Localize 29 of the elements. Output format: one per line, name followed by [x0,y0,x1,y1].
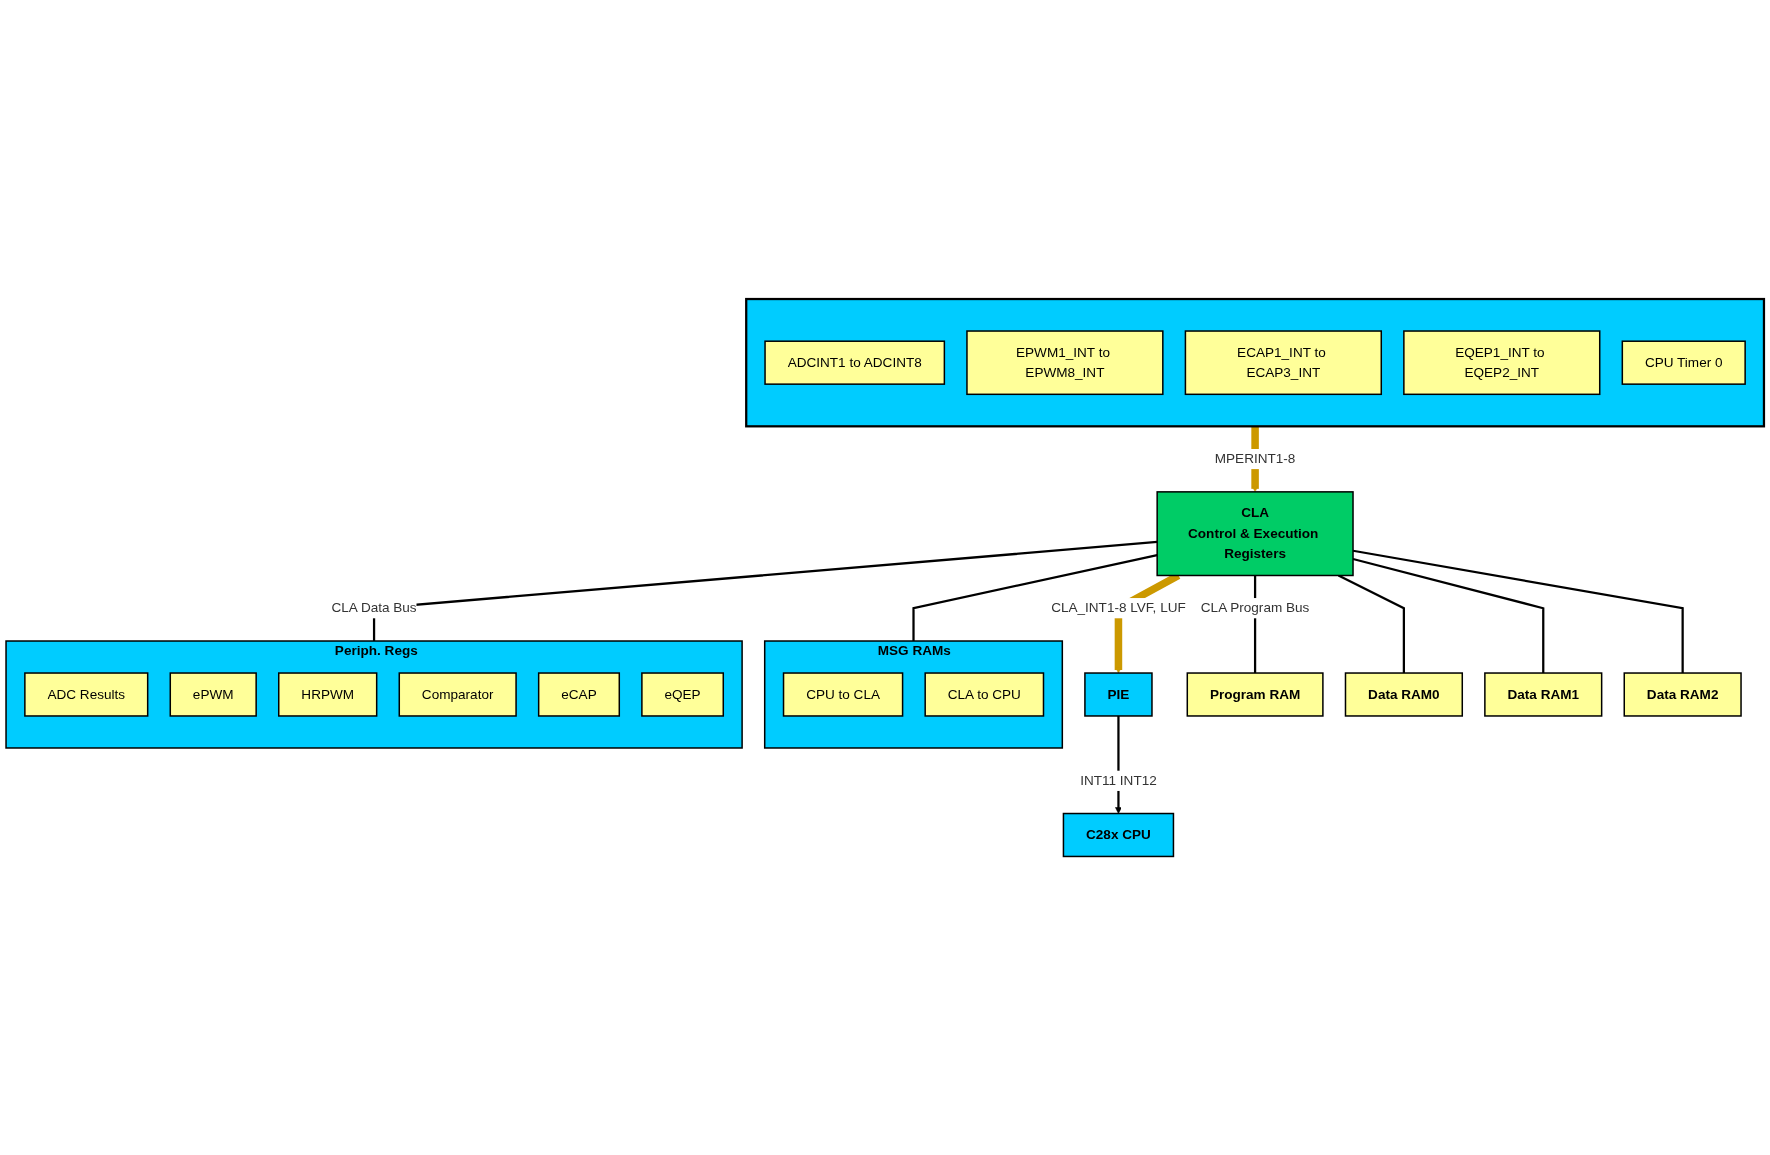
node-box: EPWM1_INT to EPWM8_INT [966,330,1164,395]
node-box: eQEP [641,672,725,717]
edge-label: MPERINT1-8 [1214,450,1296,467]
cluster [745,297,1766,428]
node-box: ePWM [169,672,257,717]
edge-label: INT11 INT12 [1080,772,1157,788]
connector [372,540,1158,641]
node-box: Data RAM0 [1344,672,1464,717]
node-box: EQEP1_INT to EQEP2_INT [1403,330,1601,395]
node-box: PIE [1084,672,1153,717]
connector [1338,574,1405,673]
node-box: Program RAM [1186,672,1324,717]
node-box: HRPWM [278,672,378,717]
node-box: ADC Results [24,672,149,717]
node-box: Data RAM1 [1484,672,1603,717]
connector [912,553,1158,641]
node-box: eCAP [537,672,621,717]
node-box: CLA to CPU [924,672,1045,717]
node-box: C28x CPU [1062,812,1175,857]
node-box: CPU Timer 0 [1621,340,1746,385]
edge-label: CLA Data Bus [331,600,417,616]
node-box: Comparator [398,672,517,717]
edge-label: CLA_INT1-8 LVF, LUF [1051,600,1186,616]
edge-label: CLA Program Bus [1200,600,1310,616]
node-box: CLA Control & Execution Registers [1156,490,1354,576]
node-box: CPU to CLA [782,672,904,717]
node-box: Data RAM2 [1623,672,1742,717]
node-box: ADCINT1 to ADCINT8 [764,340,946,385]
node-box: ECAP1_INT to ECAP3_INT [1184,330,1383,395]
